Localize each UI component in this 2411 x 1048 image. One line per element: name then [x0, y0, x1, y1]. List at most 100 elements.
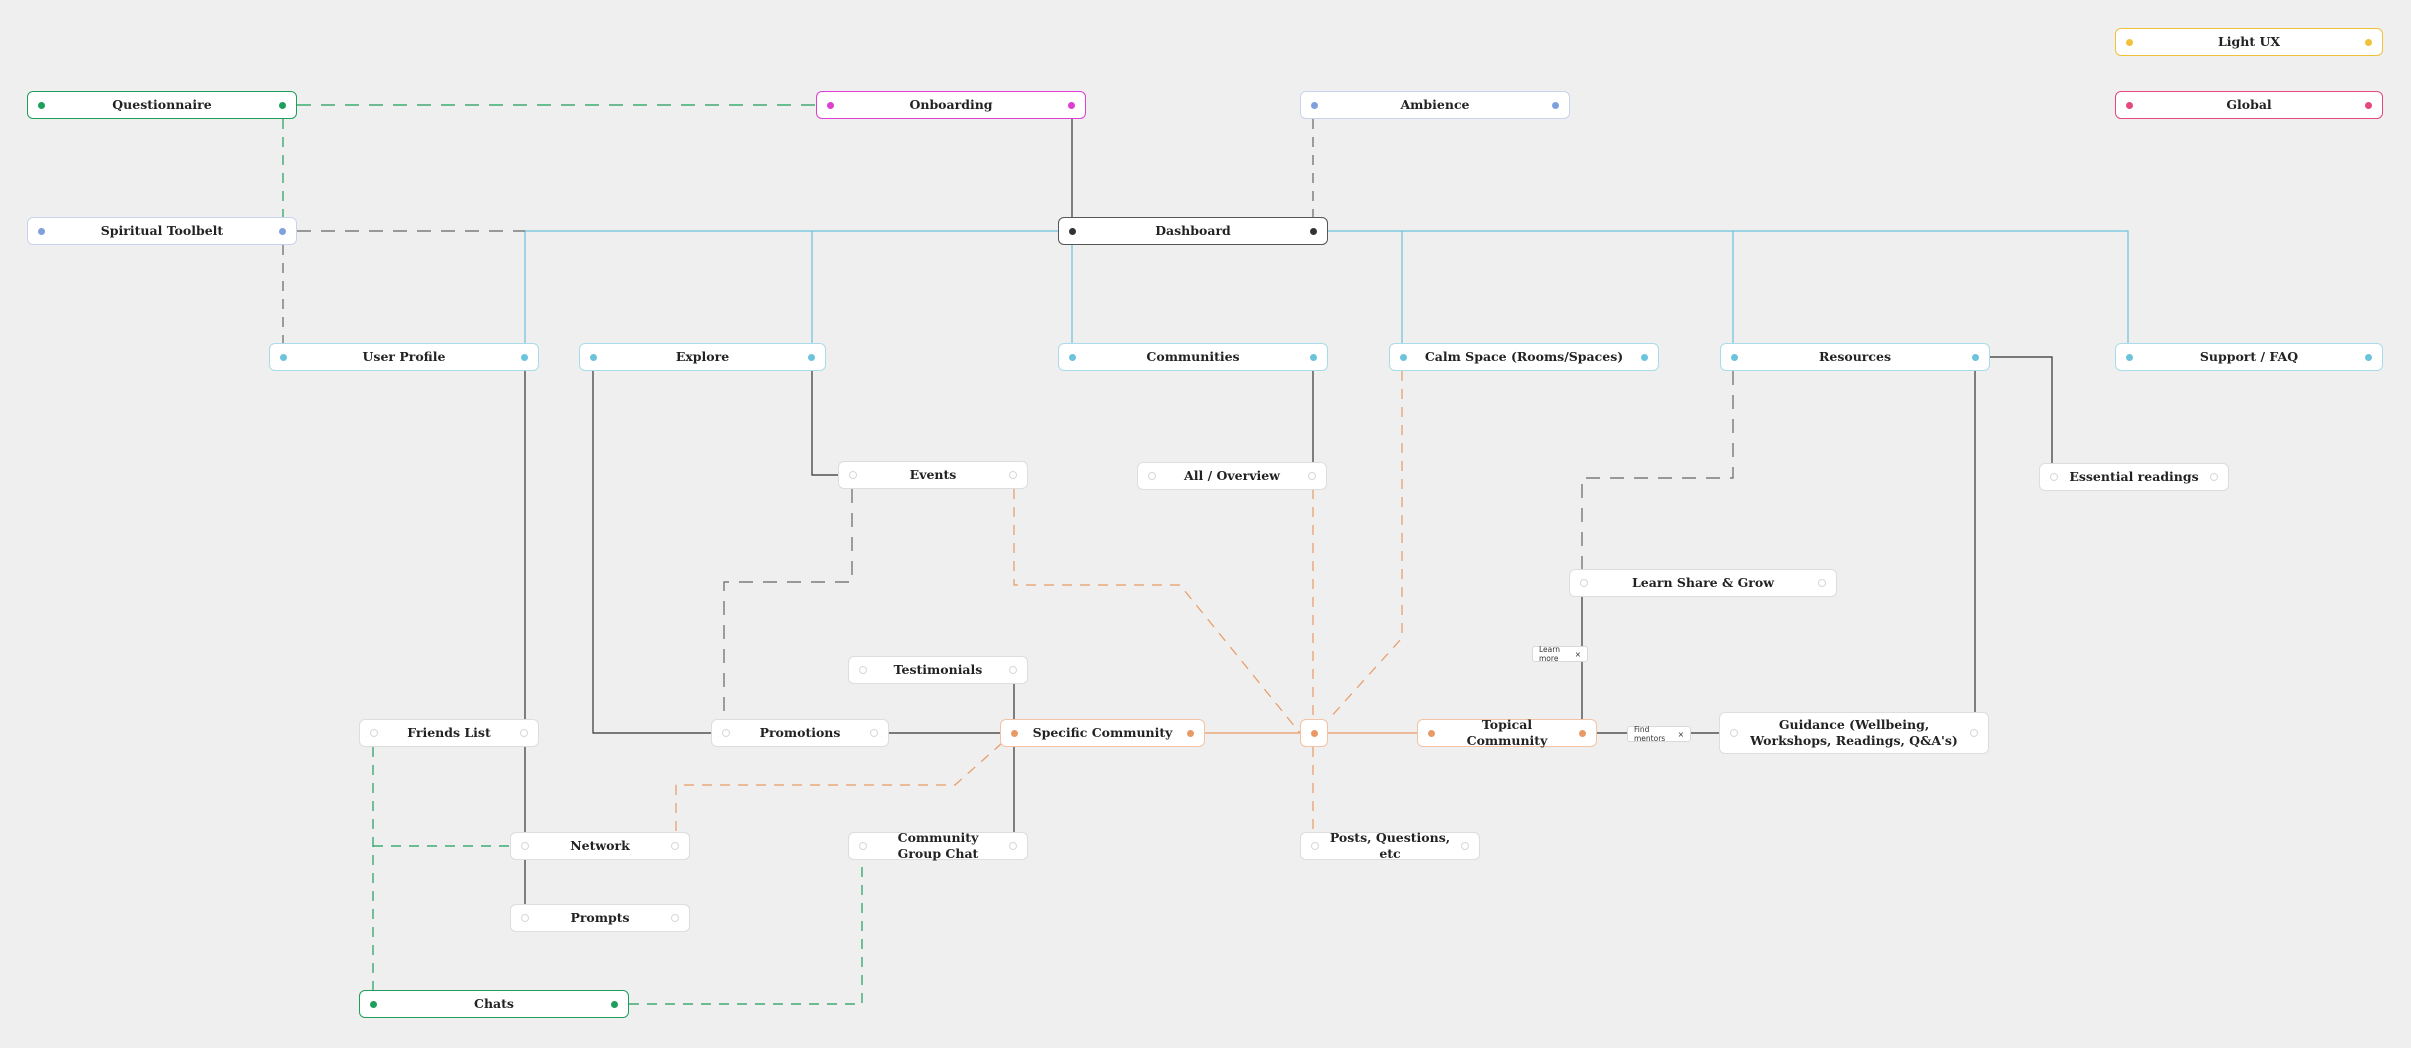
port-left-dot[interactable]	[849, 471, 857, 479]
node-label: Topical Community	[1466, 717, 1548, 748]
node-essential-readings[interactable]: Essential readings	[2039, 463, 2229, 491]
port-right-dot[interactable]	[611, 1000, 618, 1008]
node-calm-space[interactable]: Calm Space (Rooms/Spaces)	[1389, 343, 1659, 371]
port-right-dot[interactable]	[1552, 101, 1559, 109]
node-events[interactable]: Events	[838, 461, 1028, 489]
port-right-dot[interactable]	[1579, 729, 1586, 737]
port-left-dot[interactable]	[1311, 842, 1319, 850]
connector-15	[1975, 356, 2053, 463]
port-left-dot[interactable]	[1011, 729, 1018, 737]
port-left-dot[interactable]	[1069, 227, 1076, 235]
node-community-group-chat[interactable]: Community Group Chat	[848, 830, 1028, 861]
node-global[interactable]: Global	[2115, 91, 2383, 119]
node-light-ux[interactable]: Light UX	[2115, 28, 2383, 56]
port-right-dot[interactable]	[1068, 101, 1075, 109]
node-ambience[interactable]: Ambience	[1300, 91, 1570, 119]
port-left-dot[interactable]	[1428, 729, 1435, 737]
port-left-dot[interactable]	[280, 353, 287, 361]
port-left-dot[interactable]	[1069, 353, 1076, 361]
node-resources[interactable]: Resources	[1720, 343, 1990, 371]
connector-24	[723, 489, 853, 719]
node-onboarding[interactable]: Onboarding	[816, 91, 1086, 119]
port-left-dot[interactable]	[1148, 472, 1156, 480]
node-learn-share-grow[interactable]: Learn Share & Grow	[1569, 569, 1837, 597]
port-left-dot[interactable]	[370, 1000, 377, 1008]
port-right-dot[interactable]	[1310, 227, 1317, 235]
port-left-dot[interactable]	[590, 353, 597, 361]
node-user-profile[interactable]: User Profile	[269, 343, 539, 371]
port-right-dot[interactable]	[2365, 101, 2372, 109]
port-left-dot[interactable]	[2050, 473, 2058, 481]
port-right-dot[interactable]	[1187, 729, 1194, 737]
node-label: Specific Community	[1032, 725, 1173, 741]
port-right-dot[interactable]	[808, 353, 815, 361]
node-label: Global	[2226, 97, 2272, 113]
node-chats[interactable]: Chats	[359, 990, 629, 1018]
node-posts-questions[interactable]: Posts, Questions, etc	[1300, 830, 1480, 861]
port-left-dot[interactable]	[1730, 729, 1738, 737]
port-right-dot[interactable]	[1009, 842, 1017, 850]
port-right-dot[interactable]	[2365, 38, 2372, 46]
node-hub[interactable]	[1300, 719, 1328, 747]
port-left-dot[interactable]	[521, 842, 529, 850]
node-label: All / Overview	[1184, 468, 1280, 484]
node-explore[interactable]: Explore	[579, 343, 826, 371]
connector-25	[1581, 371, 1734, 569]
port-left-dot[interactable]	[1400, 353, 1407, 361]
port-right-dot[interactable]	[1970, 729, 1978, 737]
port-left-dot[interactable]	[1311, 101, 1318, 109]
connector-3	[1328, 230, 2129, 343]
port-right-dot[interactable]	[521, 353, 528, 361]
port-right-dot[interactable]	[1308, 472, 1316, 480]
port-right-dot[interactable]	[671, 842, 679, 850]
edge-label-find-mentors[interactable]: Find mentors×	[1627, 725, 1691, 743]
edge-label-learn-more[interactable]: Learn more ×	[1532, 645, 1588, 663]
port-left-dot[interactable]	[859, 666, 867, 674]
port-left-dot[interactable]	[2126, 101, 2133, 109]
node-prompts[interactable]: Prompts	[510, 904, 690, 932]
node-spiritual-toolbelt[interactable]: Spiritual Toolbelt	[27, 217, 297, 245]
port-left-dot[interactable]	[2126, 38, 2133, 46]
port-right-dot[interactable]	[520, 729, 528, 737]
port-right-dot[interactable]	[279, 101, 286, 109]
node-testimonials[interactable]: Testimonials	[848, 656, 1028, 684]
port-right-dot[interactable]	[2210, 473, 2218, 481]
node-questionnaire[interactable]: Questionnaire	[27, 91, 297, 119]
node-all-overview[interactable]: All / Overview	[1137, 462, 1327, 490]
port-left-dot[interactable]	[370, 729, 378, 737]
node-label: Promotions	[759, 725, 841, 741]
port-left-dot[interactable]	[38, 101, 45, 109]
port-left-dot[interactable]	[1580, 579, 1588, 587]
port-right-dot[interactable]	[671, 914, 679, 922]
remove-icon[interactable]: ×	[1677, 729, 1684, 739]
port-right-dot[interactable]	[1009, 666, 1017, 674]
port-left-dot[interactable]	[2126, 353, 2133, 361]
port-left-dot[interactable]	[722, 729, 730, 737]
node-friends-list[interactable]: Friends List	[359, 719, 539, 747]
port-left-dot[interactable]	[859, 842, 867, 850]
port-right-dot[interactable]	[279, 227, 286, 235]
port-right-dot[interactable]	[870, 729, 878, 737]
node-guidance[interactable]: Guidance (Wellbeing, Workshops, Readings…	[1719, 712, 1989, 754]
node-label: Learn Share & Grow	[1632, 575, 1774, 591]
port-right-dot[interactable]	[2365, 353, 2372, 361]
port-left-dot[interactable]	[38, 227, 45, 235]
port-right-dot[interactable]	[1641, 353, 1648, 361]
port-left-dot[interactable]	[1731, 353, 1738, 361]
remove-icon[interactable]: ×	[1574, 649, 1581, 659]
port-right-dot[interactable]	[1461, 842, 1469, 850]
port-right-dot[interactable]	[1818, 579, 1826, 587]
port-left-dot[interactable]	[521, 914, 529, 922]
edge-label-text: Learn more	[1539, 645, 1560, 663]
port-left-dot[interactable]	[827, 101, 834, 109]
node-promotions[interactable]: Promotions	[711, 719, 889, 747]
node-topical-community[interactable]: Topical Community	[1417, 717, 1597, 748]
port-right-dot[interactable]	[1972, 353, 1979, 361]
node-communities[interactable]: Communities	[1058, 343, 1328, 371]
node-support-faq[interactable]: Support / FAQ	[2115, 343, 2383, 371]
node-network[interactable]: Network	[510, 832, 690, 860]
port-right-dot[interactable]	[1009, 471, 1017, 479]
node-dashboard[interactable]: Dashboard	[1058, 217, 1328, 245]
node-specific-community[interactable]: Specific Community	[1000, 719, 1205, 747]
port-right-dot[interactable]	[1310, 353, 1317, 361]
